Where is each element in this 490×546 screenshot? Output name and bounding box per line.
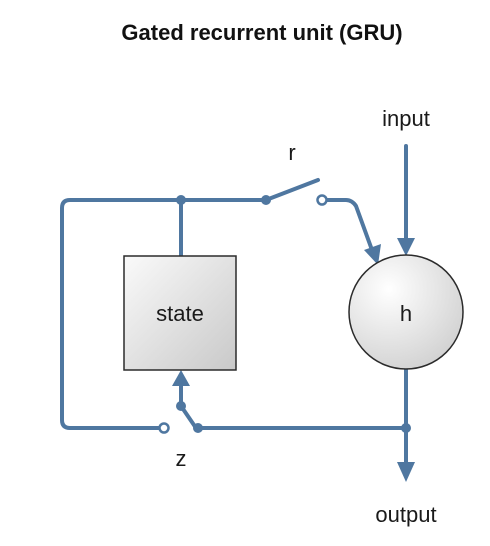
- hidden-circle: [348, 254, 464, 370]
- output-junction-dot: [401, 423, 411, 433]
- update-gate-label: z: [176, 446, 187, 471]
- output-arrowhead: [397, 462, 415, 482]
- top-junction-dot: [176, 195, 186, 205]
- wires: [60, 144, 408, 466]
- arrowheads: [172, 238, 415, 482]
- state-node: state: [123, 255, 237, 371]
- update-pivot-dot: [176, 401, 186, 411]
- reset-pivot-dot: [261, 195, 271, 205]
- state-box: [123, 255, 237, 371]
- junctions: [158, 194, 411, 434]
- reset-to-h-wire: [320, 198, 374, 252]
- reset-arrowhead: [364, 244, 381, 265]
- input-arrowhead: [397, 238, 415, 256]
- reset-contact: [316, 194, 328, 206]
- input-label: input: [382, 106, 430, 131]
- hidden-label: h: [400, 301, 412, 326]
- output-label: output: [375, 502, 436, 527]
- reset-gate-label: r: [288, 140, 295, 165]
- update-contact-right: [193, 423, 203, 433]
- feedback-wire: [60, 198, 265, 430]
- reset-switch-blade: [264, 178, 320, 202]
- state-arrowhead: [172, 370, 190, 386]
- diagram-title: Gated recurrent unit (GRU): [121, 20, 402, 45]
- hidden-node: h: [348, 254, 464, 370]
- update-contact-left: [158, 422, 170, 434]
- state-label: state: [156, 301, 204, 326]
